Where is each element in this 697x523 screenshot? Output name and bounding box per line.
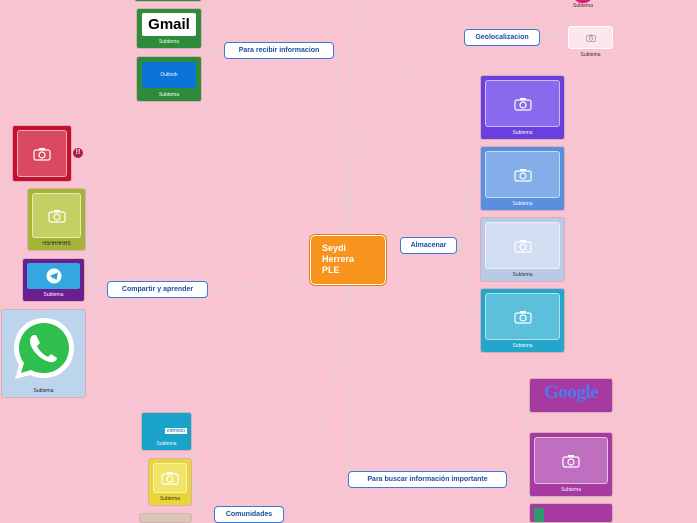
- subtopic-caption: Subtema: [512, 343, 533, 349]
- pink-logo: [573, 0, 593, 3]
- central-topic[interactable]: Seydi Herrera PLE: [310, 235, 386, 285]
- partial-card[interactable]: [140, 514, 191, 522]
- central-title-line: Herrera: [322, 254, 355, 264]
- subtopic-caption: HSHHHHHS: [42, 241, 71, 247]
- outlook-logo-text: Outlook: [160, 72, 178, 78]
- branch-almacenar[interactable]: Almacenar: [400, 237, 457, 254]
- subtopic-gmail-card[interactable]: Gmail Subtema: [137, 9, 201, 48]
- subtopic-caption: Subtema: [159, 496, 180, 502]
- subtopic-edmodo-card[interactable]: edmodo Subtema: [142, 413, 191, 450]
- subtopic-caption: Subtema: [512, 201, 533, 207]
- telegram-icon: [46, 268, 61, 284]
- subtopic-google-card[interactable]: Google: [530, 379, 612, 412]
- subtopic-caption: Subtema: [580, 52, 601, 58]
- subtopic-geo-top[interactable]: Subtema: [566, 0, 600, 12]
- subtopic-caption: Subtema: [158, 39, 179, 45]
- subtopic-image-card-olive[interactable]: HSHHHHHS: [28, 189, 85, 250]
- subtopic-image-card-purple[interactable]: Subtema: [481, 76, 564, 139]
- subtopic-image-card-red[interactable]: [13, 126, 71, 181]
- subtopic-caption: Subtema: [158, 92, 179, 98]
- camera-icon: [585, 34, 596, 42]
- subtopic-caption: Subtema: [560, 487, 581, 493]
- partial-logo: [534, 508, 544, 522]
- partial-card[interactable]: [135, 0, 201, 1]
- branch-compartir-aprender[interactable]: Compartir y aprender: [107, 281, 208, 298]
- subtopic-caption: Subtema: [33, 388, 54, 394]
- subtopic-image-card-blue[interactable]: Subtema: [481, 147, 564, 210]
- subtopic-image-card-teal[interactable]: Subtema: [481, 289, 564, 352]
- camera-icon: [513, 97, 532, 111]
- gmail-logo: Gmail: [142, 13, 196, 36]
- subtopic-telegram-card[interactable]: Subtema: [23, 259, 84, 301]
- branch-buscar-informacion[interactable]: Para buscar información importante: [348, 471, 507, 488]
- subtopic-caption: Subtema: [512, 130, 533, 136]
- outlook-logo: Outlook: [142, 62, 196, 88]
- partial-card[interactable]: [530, 504, 612, 522]
- whatsapp-icon: [14, 318, 74, 379]
- camera-icon: [513, 168, 532, 182]
- subtopic-caption: Subtema: [156, 441, 177, 447]
- subtopic-caption: Subtema: [43, 292, 64, 298]
- camera-icon: [161, 472, 179, 485]
- central-title-line: PLE: [322, 265, 340, 275]
- branch-comunidades[interactable]: Comunidades: [214, 506, 284, 523]
- priority-badge: !!: [73, 148, 83, 158]
- camera-icon: [33, 147, 51, 161]
- camera-icon: [513, 310, 532, 324]
- telegram-logo: [27, 263, 80, 289]
- subtopic-image-card-magenta[interactable]: Subtema: [530, 433, 612, 496]
- camera-icon: [562, 454, 580, 468]
- edmodo-logo-text: edmodo: [164, 428, 187, 434]
- central-title-line: Seydi: [322, 243, 347, 253]
- edmodo-logo: edmodo: [146, 416, 187, 438]
- subtopic-image-card-yellow[interactable]: Subtema: [149, 459, 191, 505]
- subtopic-caption: Subtema: [512, 272, 533, 278]
- subtopic-image-card-lightblue[interactable]: Subtema: [481, 218, 564, 281]
- camera-icon: [513, 239, 532, 253]
- google-logo-text: Google: [544, 382, 599, 403]
- branch-geolocalizacion[interactable]: Geolocalizacion: [464, 29, 540, 46]
- subtopic-outlook-card[interactable]: Outlook Subtema: [137, 57, 201, 101]
- subtopic-caption: Subtema: [572, 3, 593, 9]
- gmail-logo-text: Gmail: [148, 16, 190, 33]
- subtopic-whatsapp-card[interactable]: Subtema: [2, 310, 85, 397]
- subtopic-geo-image[interactable]: Subtema: [567, 25, 614, 61]
- branch-recibir-informacion[interactable]: Para recibir informacion: [224, 42, 334, 59]
- camera-icon: [47, 209, 66, 223]
